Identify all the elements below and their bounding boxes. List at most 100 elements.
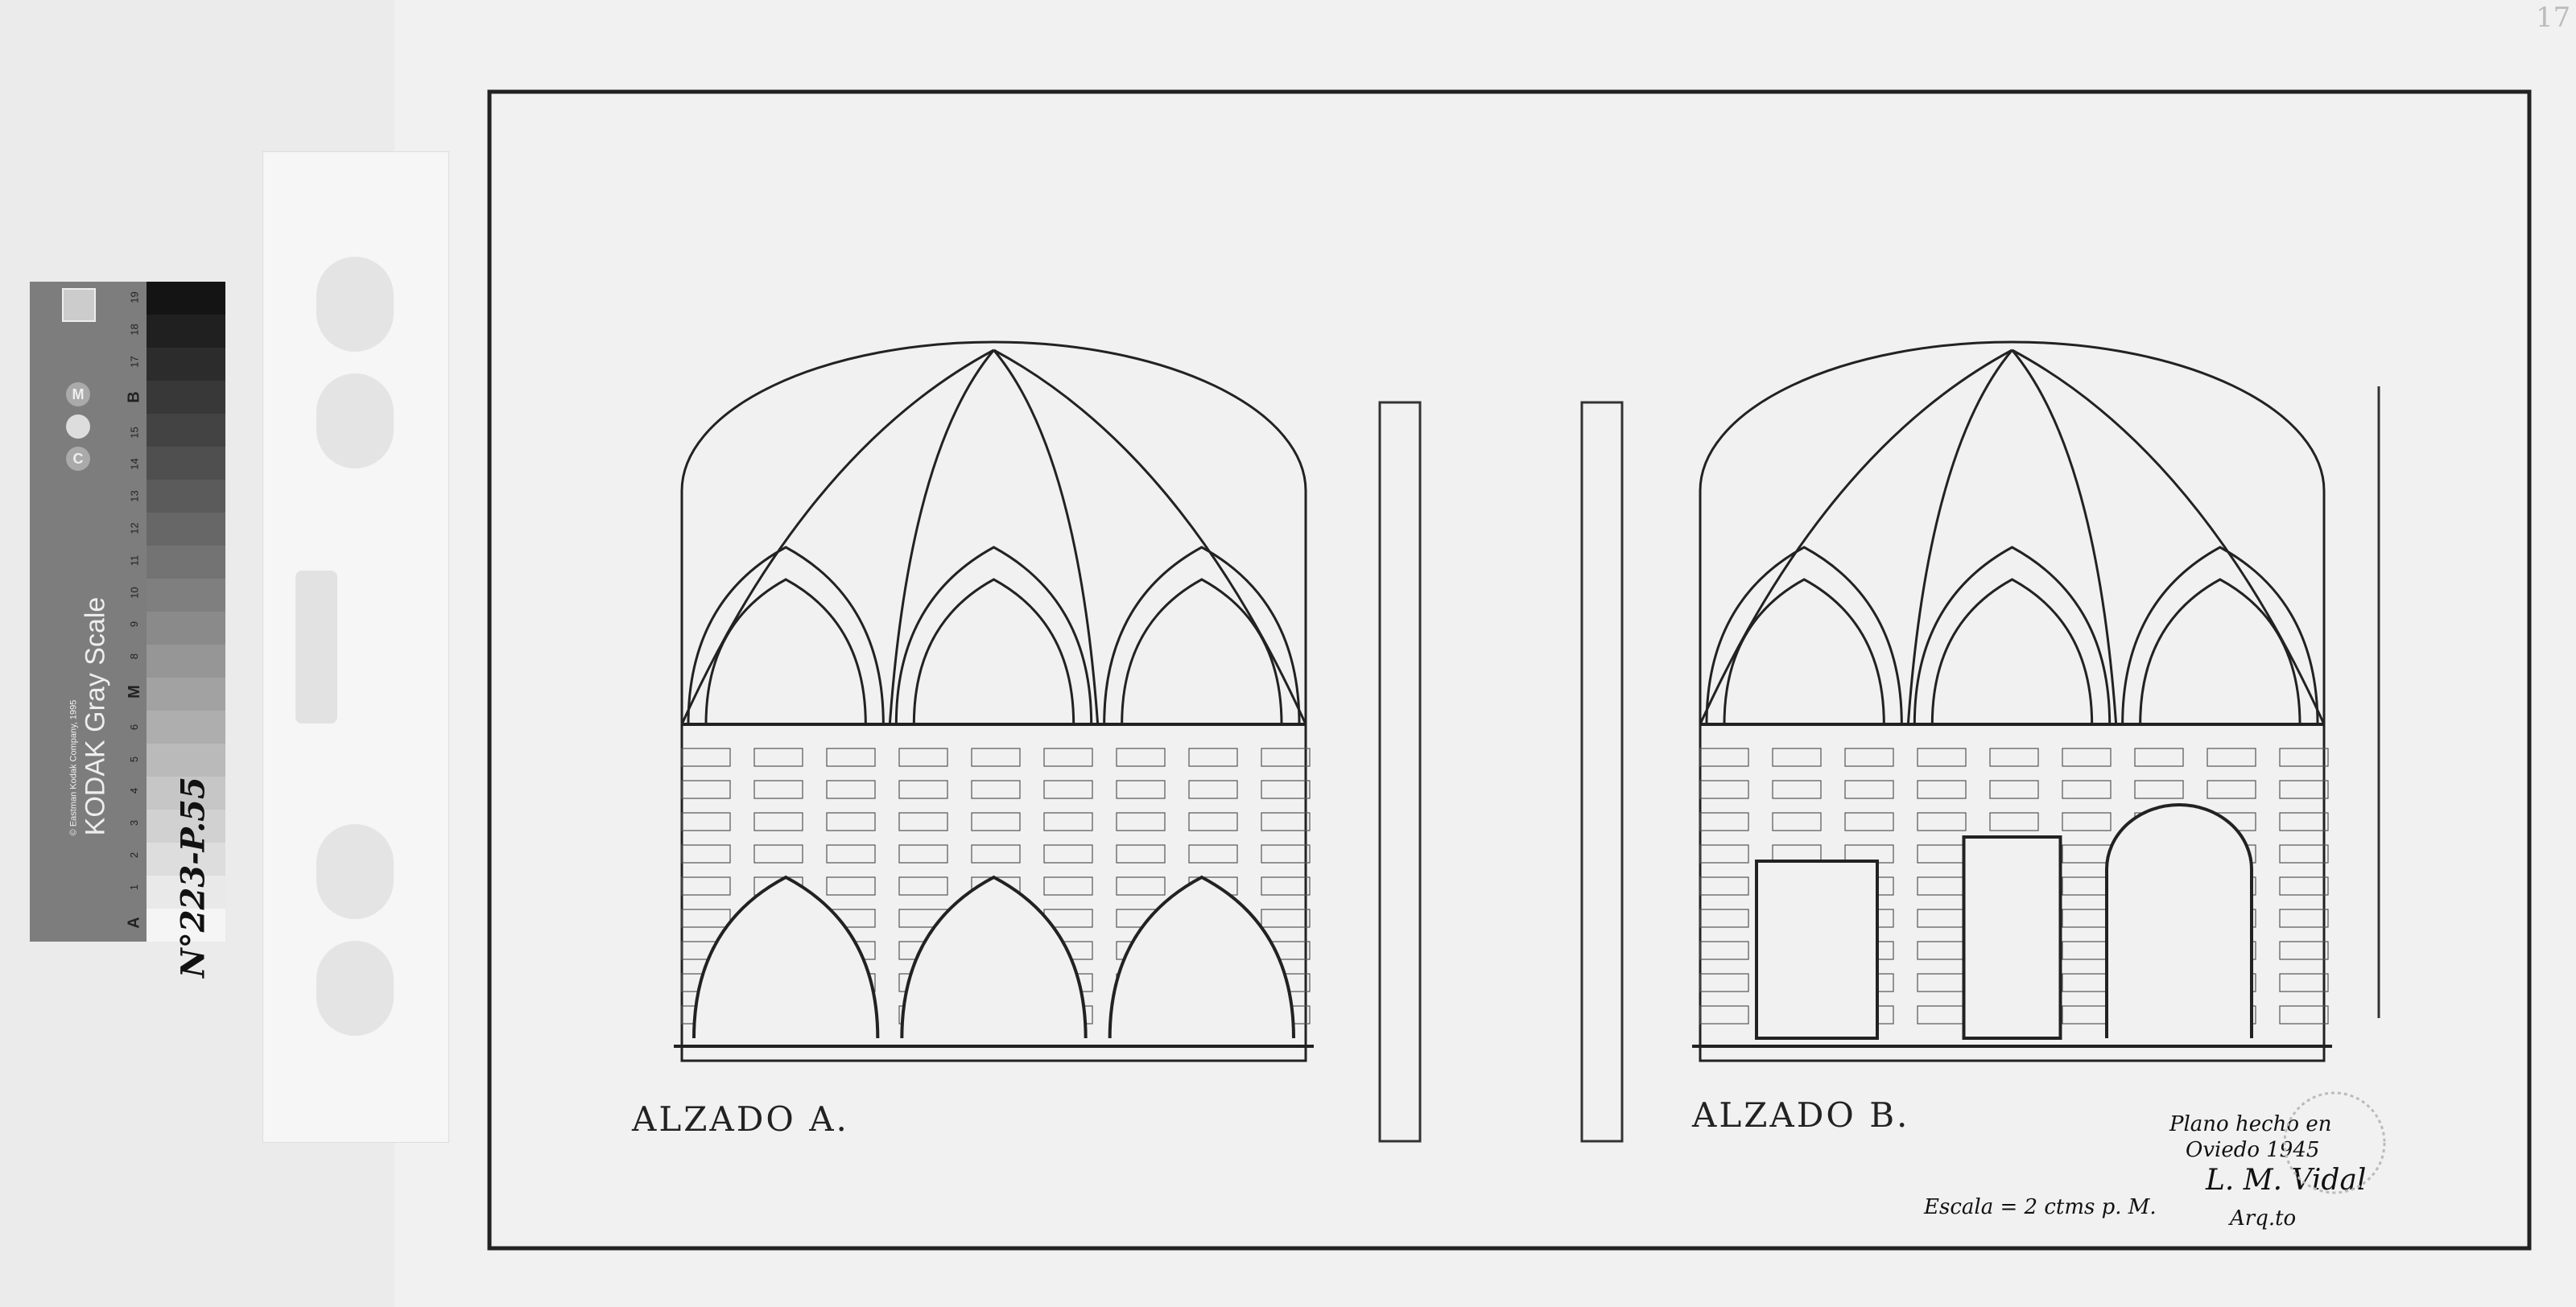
stone-block bbox=[2062, 844, 2112, 864]
stone-block bbox=[2207, 780, 2256, 799]
gray-patch bbox=[147, 513, 225, 546]
stone-block bbox=[1699, 909, 1749, 928]
gray-patch bbox=[147, 579, 225, 612]
kodak-gray-scale: C M © Eastman Kodak Company, 1995 KODAK … bbox=[30, 282, 225, 942]
stone-block bbox=[898, 812, 948, 831]
stone-block bbox=[898, 748, 948, 767]
stone-block bbox=[1917, 844, 1967, 864]
signature-place: Plano hecho en bbox=[2169, 1112, 2331, 1136]
stone-block bbox=[1043, 780, 1093, 799]
window-arch-inner bbox=[912, 578, 1075, 725]
window-arch-inner bbox=[1930, 578, 2094, 725]
stone-block bbox=[681, 812, 731, 831]
window-arch bbox=[894, 546, 1093, 725]
stone-block bbox=[1116, 748, 1166, 767]
stone-block bbox=[2062, 876, 2112, 896]
window-arch bbox=[1103, 546, 1301, 725]
gray-patch bbox=[147, 810, 225, 843]
window-arch-inner bbox=[1723, 578, 1885, 725]
stone-block bbox=[2279, 909, 2329, 928]
stone-block bbox=[681, 876, 731, 896]
stone-block bbox=[1772, 812, 1822, 831]
gray-patches bbox=[147, 282, 225, 942]
stone-block bbox=[1699, 876, 1749, 896]
vault-rib bbox=[1906, 349, 2013, 725]
stone-block bbox=[1043, 812, 1093, 831]
stone-block bbox=[1261, 812, 1311, 831]
color-marker-y bbox=[66, 414, 90, 439]
stone-block bbox=[2062, 1005, 2112, 1025]
lower-arch bbox=[900, 875, 1088, 1039]
stone-block bbox=[898, 780, 948, 799]
stone-block bbox=[1116, 876, 1166, 896]
stone-block bbox=[2207, 748, 2256, 767]
gray-patch bbox=[147, 612, 225, 645]
signature-date: Oviedo 1945 bbox=[2186, 1138, 2319, 1162]
stone-block bbox=[1188, 812, 1238, 831]
stone-block bbox=[826, 876, 876, 896]
stone-block bbox=[2062, 748, 2112, 767]
gray-patch bbox=[147, 381, 225, 414]
elevation-b bbox=[1692, 340, 2332, 1062]
kodak-logo-icon bbox=[62, 288, 96, 322]
gray-patch bbox=[147, 777, 225, 810]
stone-block bbox=[826, 844, 876, 864]
stone-block bbox=[681, 909, 731, 928]
punch-hole bbox=[316, 824, 394, 919]
stone-block bbox=[1261, 844, 1311, 864]
stone-block bbox=[681, 844, 731, 864]
stone-block bbox=[2062, 909, 2112, 928]
window-arch-inner bbox=[2139, 578, 2301, 725]
pillar-section-b bbox=[1580, 401, 1624, 1143]
stone-block bbox=[1188, 748, 1238, 767]
stone-block bbox=[971, 748, 1021, 767]
elevation-b-label: ALZADO B. bbox=[1691, 1095, 1909, 1135]
stone-block bbox=[1043, 748, 1093, 767]
stone-block bbox=[753, 812, 803, 831]
gray-patch bbox=[147, 480, 225, 513]
stone-block bbox=[1989, 812, 2039, 831]
vault-outline bbox=[680, 340, 1307, 1046]
stone-block bbox=[1844, 748, 1894, 767]
stone-block bbox=[826, 780, 876, 799]
drawing-frame bbox=[487, 89, 2532, 1251]
gray-patch bbox=[147, 711, 225, 744]
stone-block bbox=[1844, 780, 1894, 799]
gray-patch bbox=[147, 909, 225, 942]
gray-patch bbox=[147, 645, 225, 678]
gray-patch bbox=[147, 414, 225, 447]
gray-patch bbox=[147, 744, 225, 777]
stone-block bbox=[1188, 844, 1238, 864]
stone-block bbox=[1188, 780, 1238, 799]
stone-block bbox=[2134, 780, 2184, 799]
gray-patch bbox=[147, 546, 225, 579]
stone-block bbox=[1699, 780, 1749, 799]
drawing-sheet bbox=[394, 0, 2576, 1307]
page-number: 17 bbox=[2536, 2, 2571, 34]
stone-block bbox=[2279, 748, 2329, 767]
stone-block bbox=[1261, 780, 1311, 799]
stone-block bbox=[1043, 844, 1093, 864]
stone-block bbox=[2062, 780, 2112, 799]
punch-hole bbox=[316, 257, 394, 352]
stone-block bbox=[1772, 780, 1822, 799]
stone-block bbox=[898, 876, 948, 896]
archival-paper-strip bbox=[262, 151, 449, 1143]
stone-block bbox=[971, 780, 1021, 799]
window-arch-inner bbox=[1121, 578, 1283, 725]
vault-rib bbox=[680, 348, 995, 725]
stone-block bbox=[1261, 909, 1311, 928]
lower-arch bbox=[1108, 875, 1295, 1039]
gray-patch bbox=[147, 678, 225, 711]
official-stamp bbox=[2283, 1091, 2386, 1194]
stone-block bbox=[1116, 780, 1166, 799]
stone-block bbox=[898, 844, 948, 864]
stone-block bbox=[2279, 812, 2329, 831]
stone-block bbox=[1699, 1005, 1749, 1025]
stone-block bbox=[1699, 748, 1749, 767]
doorway bbox=[1962, 835, 2062, 1040]
stone-block bbox=[753, 780, 803, 799]
stone-block bbox=[2062, 973, 2112, 992]
stone-block bbox=[1989, 780, 2039, 799]
